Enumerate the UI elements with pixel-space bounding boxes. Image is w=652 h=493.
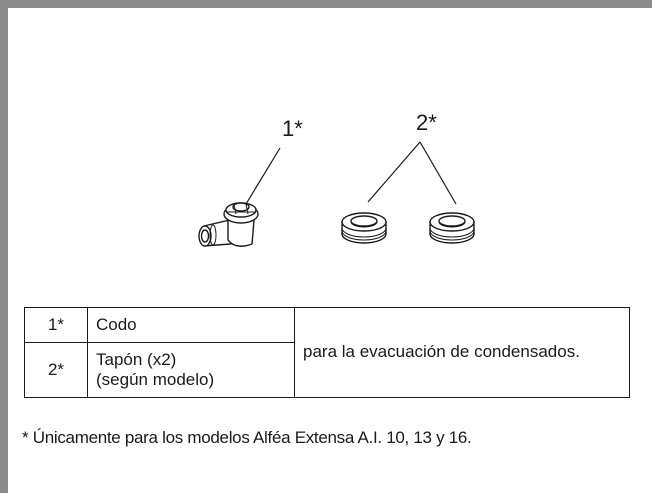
leader-line-2b	[419, 141, 457, 205]
parts-drawing	[198, 141, 475, 247]
parts-description: para la evacuación de condensados.	[294, 307, 630, 398]
page-frame-left	[0, 0, 8, 493]
leader-line-1	[245, 147, 281, 205]
parts-illustration: 1* 2*	[8, 8, 652, 298]
table-row: 2* Tapón (x2) (según modelo)	[24, 342, 630, 398]
leader-line-2a	[367, 141, 421, 203]
elbow-drawing	[198, 202, 259, 247]
part-name-2-line1: Tapón (x2)	[96, 349, 177, 369]
part-name-1: Codo	[87, 307, 295, 343]
callout-label-2: 2*	[416, 110, 437, 135]
part-number-2: 2*	[24, 342, 88, 398]
part-name-2-line2: (según modelo)	[96, 370, 215, 389]
parts-table: 1* Codo para la evacuación de condensado…	[24, 307, 630, 398]
plug-ring-right	[429, 212, 475, 244]
part-number-1: 1*	[24, 307, 88, 343]
footnote: * Únicamente para los modelos Alféa Exte…	[22, 428, 472, 447]
plug-ring-left	[341, 212, 387, 244]
page-frame-top	[0, 0, 652, 8]
table-row: 1* Codo para la evacuación de condensado…	[24, 307, 630, 398]
callout-label-1: 1*	[282, 116, 303, 141]
part-name-2: Tapón (x2) (según modelo)	[87, 342, 295, 398]
